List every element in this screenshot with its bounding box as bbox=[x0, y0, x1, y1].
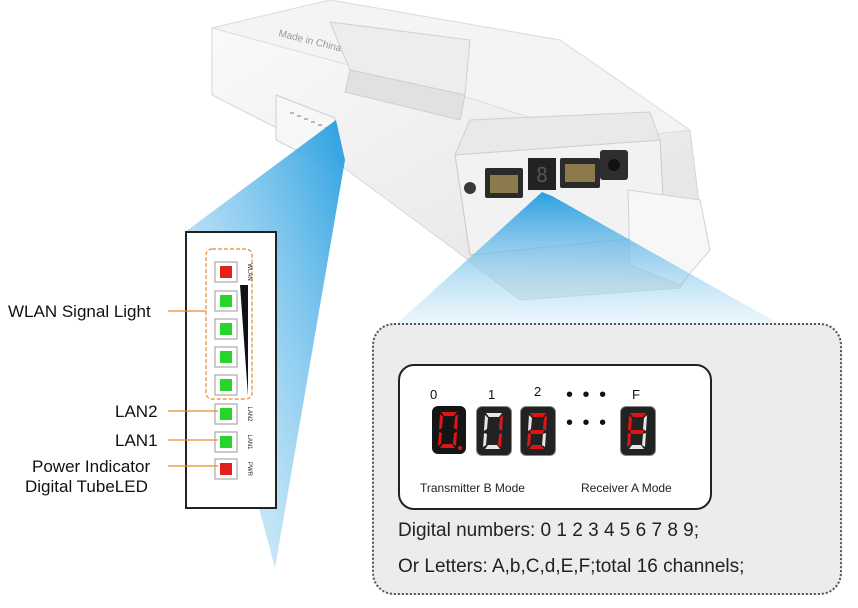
callout-lan2: LAN2 bbox=[115, 402, 158, 421]
led-side-label: LAN2 bbox=[246, 406, 252, 422]
mode-receiver-a: Receiver A Mode bbox=[581, 481, 672, 495]
segment-digit-f bbox=[620, 406, 656, 456]
digital-tube bbox=[528, 158, 556, 190]
led-indicator-2 bbox=[220, 295, 232, 307]
led-indicator-5 bbox=[220, 379, 232, 391]
callout-wlan-signal: WLAN Signal Light bbox=[8, 302, 151, 321]
reset-button-hole bbox=[464, 182, 476, 194]
led-side-label: PWR bbox=[246, 462, 252, 477]
callout-lan1: LAN1 bbox=[115, 431, 158, 450]
dots-middle: • • • bbox=[566, 412, 609, 434]
callout-lines bbox=[168, 310, 218, 467]
dots-top: • • • bbox=[566, 384, 609, 406]
mode-transmitter-b: Transmitter B Mode bbox=[420, 481, 525, 495]
digit-label-2: 2 bbox=[534, 384, 542, 399]
led-indicator-3 bbox=[220, 323, 232, 335]
segment-digit-0 bbox=[432, 406, 466, 454]
digit-label-f: F bbox=[632, 387, 640, 402]
letters-description: Or Letters: A,b,C,d,E,F;total 16 channel… bbox=[398, 556, 745, 577]
led-indicator-6 bbox=[220, 408, 232, 420]
callout-digital-tube: Digital TubeLED bbox=[25, 477, 148, 496]
beam-right bbox=[390, 192, 790, 330]
led-indicator-8 bbox=[220, 463, 232, 475]
digit-label-1: 1 bbox=[488, 387, 496, 402]
led-indicator-7 bbox=[220, 436, 232, 448]
callout-power-indicator: Power Indicator bbox=[32, 457, 151, 476]
svg-text:8: 8 bbox=[536, 163, 548, 187]
led-indicator-1 bbox=[220, 266, 232, 278]
digit-label-0: 0 bbox=[430, 387, 438, 402]
led-side-label: LAN1 bbox=[246, 434, 252, 450]
segment-digit-1 bbox=[476, 406, 512, 456]
digits-description: Digital numbers: 0 1 2 3 4 5 6 7 8 9; bbox=[398, 520, 700, 541]
led-indicator-4 bbox=[220, 351, 232, 363]
segment-digit-2 bbox=[520, 406, 556, 456]
led-side-label: WLAN bbox=[246, 263, 252, 280]
